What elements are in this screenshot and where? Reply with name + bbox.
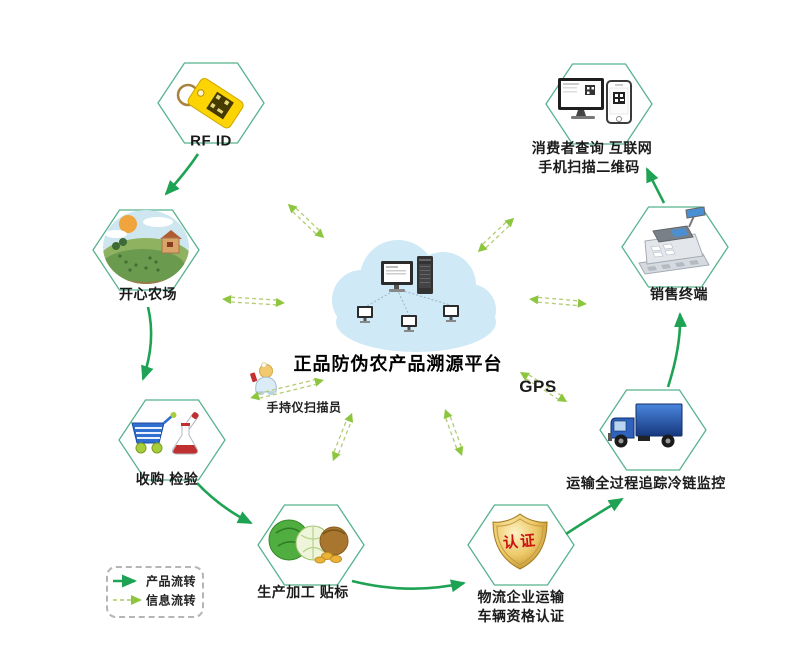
legend-arrows bbox=[113, 574, 142, 605]
info-flow-arrows bbox=[222, 203, 587, 462]
info-arrow-scanner bbox=[250, 377, 324, 401]
rfid-hexagon bbox=[157, 62, 265, 144]
arrow-logistics-to-transport bbox=[565, 497, 624, 536]
logistics-label-line2: 车辆资格认证 bbox=[477, 608, 565, 624]
server-network-icon bbox=[357, 256, 459, 332]
scanner-person-icon bbox=[250, 362, 277, 395]
consumer-label-line1: 消费者查询 互联网 bbox=[531, 140, 653, 156]
monitor-phone-icon bbox=[558, 78, 632, 124]
info-arrow-gps bbox=[519, 371, 568, 403]
transport-hexagon bbox=[599, 389, 707, 471]
info-arrow-cloud-upright bbox=[477, 217, 515, 253]
info-arrow-cloud-left bbox=[222, 294, 285, 308]
transport-label: 运输全过程追踪冷链监控 bbox=[566, 475, 726, 491]
consumer-label-line2: 手机扫描二维码 bbox=[538, 159, 640, 175]
purchase-label: 收购 检验 bbox=[135, 471, 199, 487]
platform-title: 正品防伪农产品溯源平台 bbox=[293, 354, 503, 374]
info-arrow-cloud-upleft bbox=[287, 203, 325, 239]
scanner-label: 手持仪扫描员 bbox=[266, 400, 342, 415]
hexagon-outlines bbox=[92, 62, 729, 586]
cabbage-icon bbox=[268, 519, 349, 564]
shield-certification-text: 认证 bbox=[502, 532, 538, 552]
arrow-transport-to-terminal bbox=[666, 312, 688, 388]
produce-hexagon bbox=[257, 504, 365, 586]
info-arrow-cloud-downleft bbox=[331, 412, 354, 462]
legend-info-flow-label: 信息流转 bbox=[146, 593, 197, 608]
logistics-hexagon bbox=[467, 504, 575, 586]
consumer-hexagon bbox=[545, 63, 653, 145]
logistics-label-line1: 物流企业运输 bbox=[477, 589, 565, 605]
farm-label: 开心农场 bbox=[119, 286, 177, 302]
product-flow-arrows bbox=[141, 153, 688, 593]
farm-hexagon bbox=[92, 209, 200, 291]
arrow-farm-to-purchase bbox=[141, 306, 154, 381]
rfid-tag-icon bbox=[176, 78, 244, 129]
arrow-rfid-to-farm bbox=[164, 153, 200, 196]
cart-flask-icon bbox=[131, 412, 199, 455]
legend-info-arrow-head bbox=[131, 595, 142, 605]
certification-shield-icon bbox=[492, 513, 548, 570]
rfid-label: RF ID bbox=[190, 132, 232, 150]
arrow-purchase-to-produce bbox=[196, 482, 253, 525]
purchase-hexagon bbox=[118, 399, 226, 481]
info-arrow-cloud-downright bbox=[443, 408, 464, 457]
gps-label: GPS bbox=[519, 377, 557, 396]
produce-label: 生产加工 贴标 bbox=[257, 584, 349, 600]
cloud-icon bbox=[332, 240, 496, 352]
cash-register-icon bbox=[638, 206, 710, 275]
arrow-produce-to-logistics bbox=[351, 579, 466, 593]
terminal-hexagon bbox=[621, 206, 729, 288]
truck-icon bbox=[608, 403, 683, 448]
legend-box bbox=[106, 566, 204, 618]
info-arrow-cloud-right bbox=[529, 295, 587, 308]
legend-product-flow-label: 产品流转 bbox=[146, 574, 197, 589]
terminal-label: 销售终端 bbox=[650, 286, 708, 302]
arrow-terminal-to-consumer bbox=[645, 167, 666, 204]
